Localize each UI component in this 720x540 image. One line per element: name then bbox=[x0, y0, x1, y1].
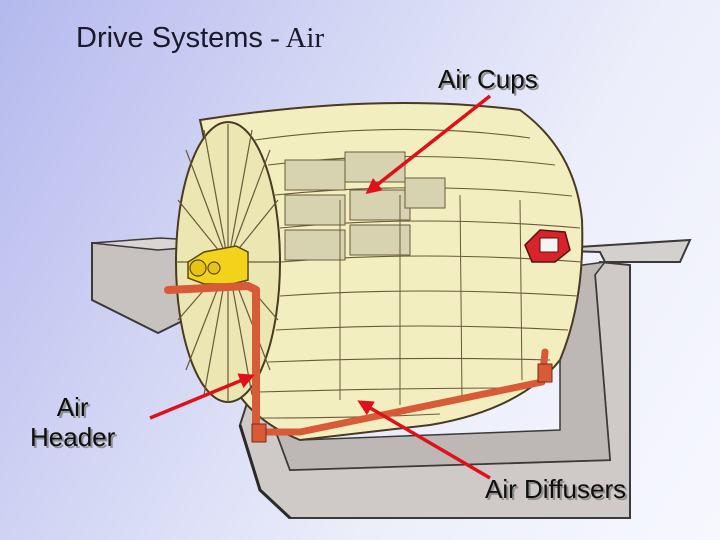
label-air-diffusers: Air Diffusers bbox=[485, 474, 627, 504]
bearing-housing bbox=[524, 229, 571, 263]
slide-title: Drive Systems - Air bbox=[76, 22, 324, 55]
title-suffix: Air bbox=[285, 22, 325, 54]
air-piping bbox=[164, 282, 553, 443]
air-diffusers-arrow bbox=[357, 400, 491, 480]
air-cup-cells bbox=[284, 151, 446, 261]
title-separator: - bbox=[262, 22, 286, 54]
label-air-header-line2: Header bbox=[30, 422, 116, 452]
callout-arrows bbox=[149, 94, 492, 480]
title-main: Drive Systems bbox=[76, 22, 263, 54]
drive-motor bbox=[187, 245, 249, 285]
label-air-header-line1: Air bbox=[56, 392, 89, 422]
label-air-header: Air Header bbox=[30, 392, 115, 452]
air-header-arrow bbox=[149, 373, 255, 420]
air-cups-arrow bbox=[365, 94, 492, 194]
media-drum bbox=[175, 101, 584, 442]
label-air-cups: Air Cups bbox=[438, 64, 538, 94]
air-header-pipe bbox=[164, 282, 260, 436]
